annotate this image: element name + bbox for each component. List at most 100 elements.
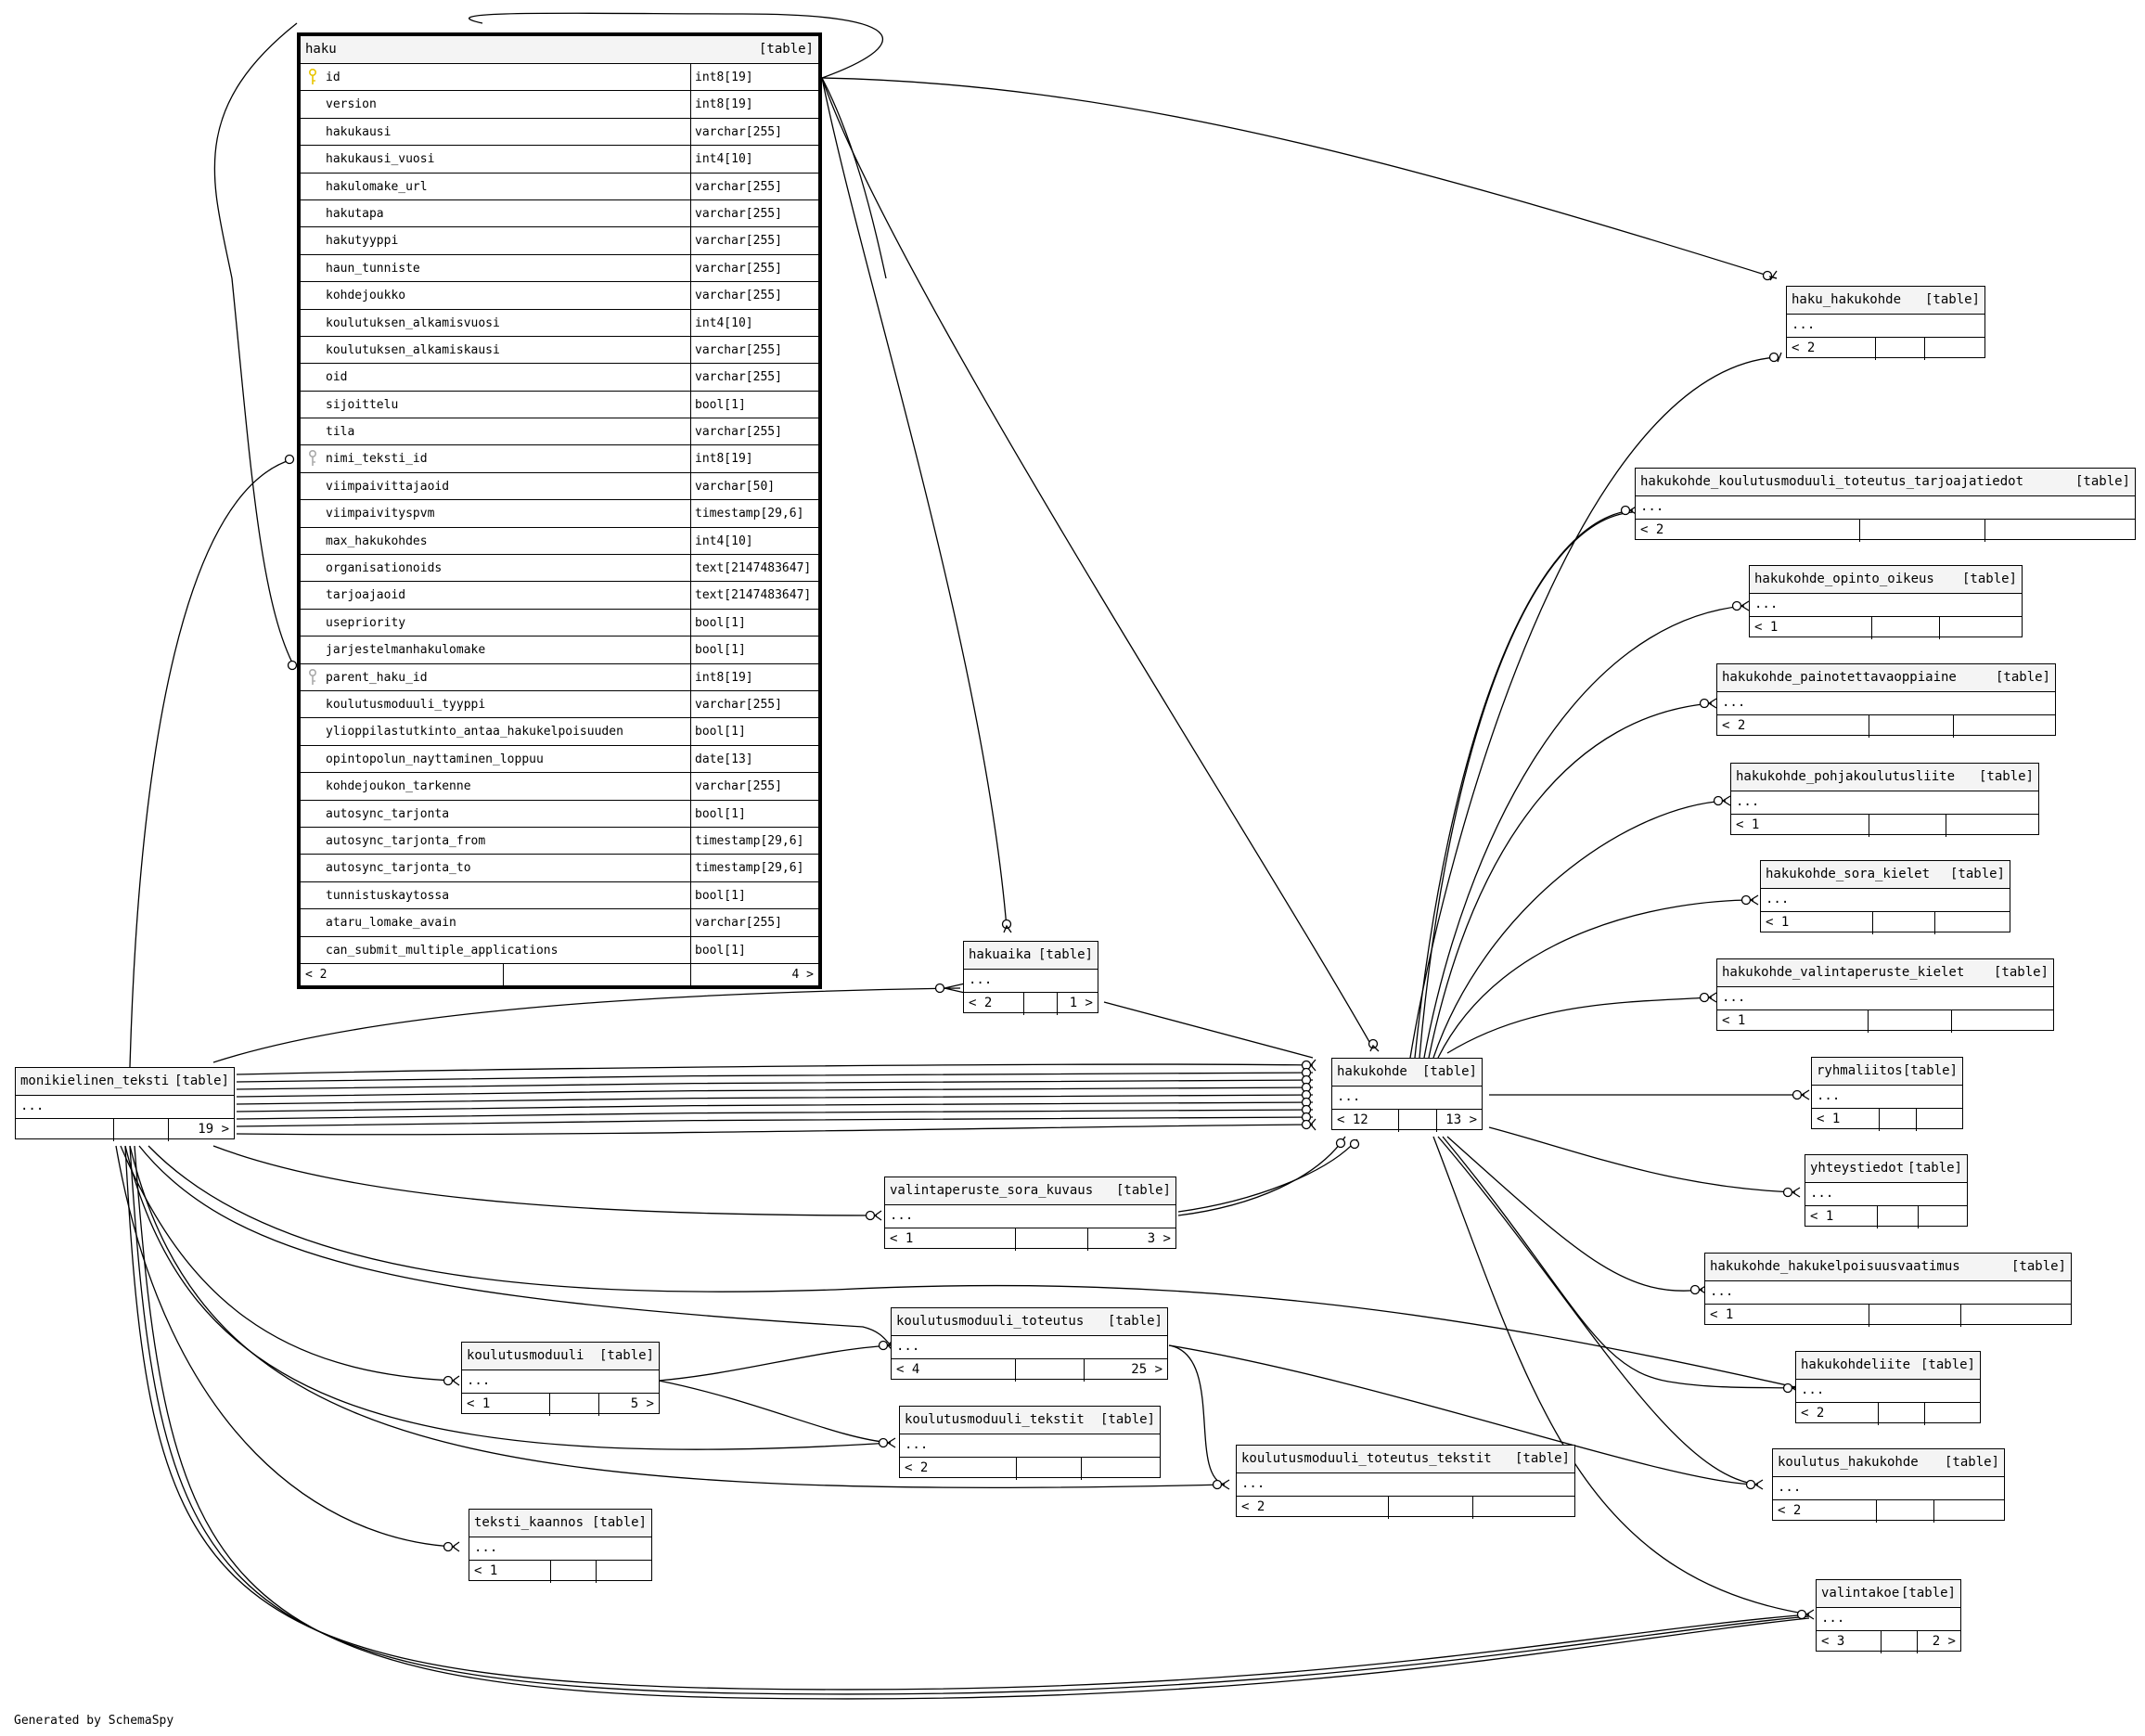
table-hakukohde_painotettavaoppiaine[interactable]: hakukohde_painotettavaoppiaine[table]...… [1716,663,2056,738]
footer-spacer [114,1119,169,1141]
column-name-text: viimpaivittajaoid [326,479,450,494]
parents-link[interactable]: < 2 [900,1458,1017,1480]
footer-spacer [1879,1403,1925,1425]
column-row: viimpaivittajaoid varchar[50] [301,472,818,501]
column-name: tila [301,418,691,445]
column-type: int4[10] [695,534,753,548]
footer-spacer [1024,993,1058,1015]
columns-collapsed: ... [1817,1608,1960,1631]
footer-spacer [1873,912,1935,934]
column-type: bool[1] [695,888,746,903]
parents-link[interactable]: < 1 [1750,617,1872,639]
column-type: int4[10] [695,315,753,330]
children-link[interactable] [1917,1109,1962,1131]
parents-link[interactable]: < 2 [301,963,504,986]
table-yhteystiedot[interactable]: yhteystiedot[table]...< 1 [1805,1154,1968,1228]
children-link[interactable] [1935,912,2010,934]
table-hakukohde_opinto_oikeus[interactable]: hakukohde_opinto_oikeus[table]...< 1 [1749,565,2023,639]
parents-link[interactable]: < 2 [1773,1500,1878,1523]
column-name: oid [301,364,691,391]
parents-link[interactable] [16,1119,114,1141]
parents-link[interactable]: < 1 [469,1561,552,1583]
table-hakukohdeliite[interactable]: hakukohdeliite[table]...< 2 [1795,1351,1981,1425]
table-koulutus_hakukohde[interactable]: koulutus_hakukohde[table]...< 2 [1772,1448,2005,1523]
column-type: varchar[255] [695,370,782,385]
parents-link[interactable]: < 2 [1717,715,1869,738]
children-link[interactable] [1082,1458,1160,1480]
parents-link[interactable]: < 2 [964,993,1024,1015]
parents-link[interactable]: < 1 [1705,1305,1870,1327]
children-link[interactable] [1925,338,1984,360]
children-link[interactable] [1961,1305,2071,1327]
parents-link[interactable]: < 4 [892,1359,1016,1382]
table-hakukohde_hakukelpoisuusvaatimus[interactable]: hakukohde_hakukelpoisuusvaatimus[table].… [1704,1253,2072,1327]
column-type: varchar[50] [695,479,776,494]
parents-link[interactable]: < 1 [1731,815,1869,837]
parents-link[interactable]: < 1 [1717,1010,1869,1033]
parents-link[interactable]: < 1 [885,1228,1016,1251]
parents-link[interactable]: < 2 [1787,338,1876,360]
table-teksti_kaannos[interactable]: teksti_kaannos[table]...< 1 [469,1509,652,1583]
children-link[interactable]: 5 > [630,1396,654,1411]
table-footer: < 1 [1717,1010,2053,1033]
parents-link[interactable]: < 3 [1817,1631,1882,1653]
footer-spacer [1869,1010,1953,1033]
parents-link[interactable]: < 1 [1812,1109,1880,1131]
table-hakukohde_valintaperuste_kielet[interactable]: hakukohde_valintaperuste_kielet[table]..… [1716,958,2054,1033]
children-link[interactable] [597,1561,651,1583]
table-koulutusmoduuli_tekstit[interactable]: koulutusmoduuli_tekstit[table]...< 2 [899,1406,1161,1480]
table-tag: [table] [1037,947,1093,962]
parents-link[interactable]: < 12 [1332,1110,1400,1132]
table-monikielinen_teksti[interactable]: monikielinen_teksti[table]...19 > [15,1067,235,1141]
children-link[interactable]: 25 > [1131,1362,1162,1377]
children-link[interactable] [1934,1500,2004,1523]
table-ryhmaliitos[interactable]: ryhmaliitos[table]...< 1 [1811,1057,1963,1131]
column-type: timestamp[29,6] [695,507,804,521]
column-type: timestamp[29,6] [695,861,804,876]
table-header: hakukohde_opinto_oikeus[table] [1750,566,2022,594]
table-koulutusmoduuli_toteutus_tekstit[interactable]: koulutusmoduuli_toteutus_tekstit[table].… [1236,1445,1575,1519]
footer-spacer [1880,1109,1918,1131]
columns-collapsed: ... [1717,692,2055,715]
children-link[interactable] [1954,715,2055,738]
children-link[interactable] [1952,1010,2053,1033]
table-tag: [table] [1514,1451,1570,1466]
children-link[interactable] [1919,1206,1967,1228]
children-link[interactable]: 1 > [1069,996,1093,1010]
children-link[interactable] [1946,815,2038,837]
children-link[interactable]: 4 > [791,967,814,982]
parents-link[interactable]: < 1 [462,1394,551,1416]
footer-spacer [1869,715,1954,738]
table-hakukohde_sora_kielet[interactable]: hakukohde_sora_kielet[table]...< 1 [1760,860,2010,934]
children-link[interactable]: 2 > [1932,1634,1956,1649]
table-tag: [table] [2074,474,2130,489]
table-hakukohde_koulutusmoduuli_toteutus_tarjoajatiedot[interactable]: hakukohde_koulutusmoduuli_toteutus_tarjo… [1635,468,2136,542]
children-link[interactable] [1985,520,2135,542]
parents-link[interactable]: < 2 [1237,1497,1389,1519]
column-name: version [301,91,691,118]
parents-link[interactable]: < 1 [1805,1206,1879,1228]
children-link[interactable]: 19 > [198,1122,229,1137]
children-link[interactable]: 3 > [1147,1231,1171,1246]
children-link[interactable] [1473,1497,1574,1519]
table-hakukohde_pohjakoulutusliite[interactable]: hakukohde_pohjakoulutusliite[table]...< … [1730,763,2039,837]
column-type: date[13] [695,752,753,766]
parents-link[interactable]: < 2 [1636,520,1861,542]
parents-link[interactable]: < 1 [1761,912,1873,934]
children-link[interactable] [1925,1403,1980,1425]
table-haku_hakukohde[interactable]: haku_hakukohde[table]...< 2 [1786,286,1985,360]
table-name: koulutusmoduuli_toteutus [896,1314,1085,1329]
children-link[interactable]: 13 > [1445,1112,1477,1127]
children-link[interactable] [1940,617,2022,639]
parents-link[interactable]: < 2 [1796,1403,1880,1425]
